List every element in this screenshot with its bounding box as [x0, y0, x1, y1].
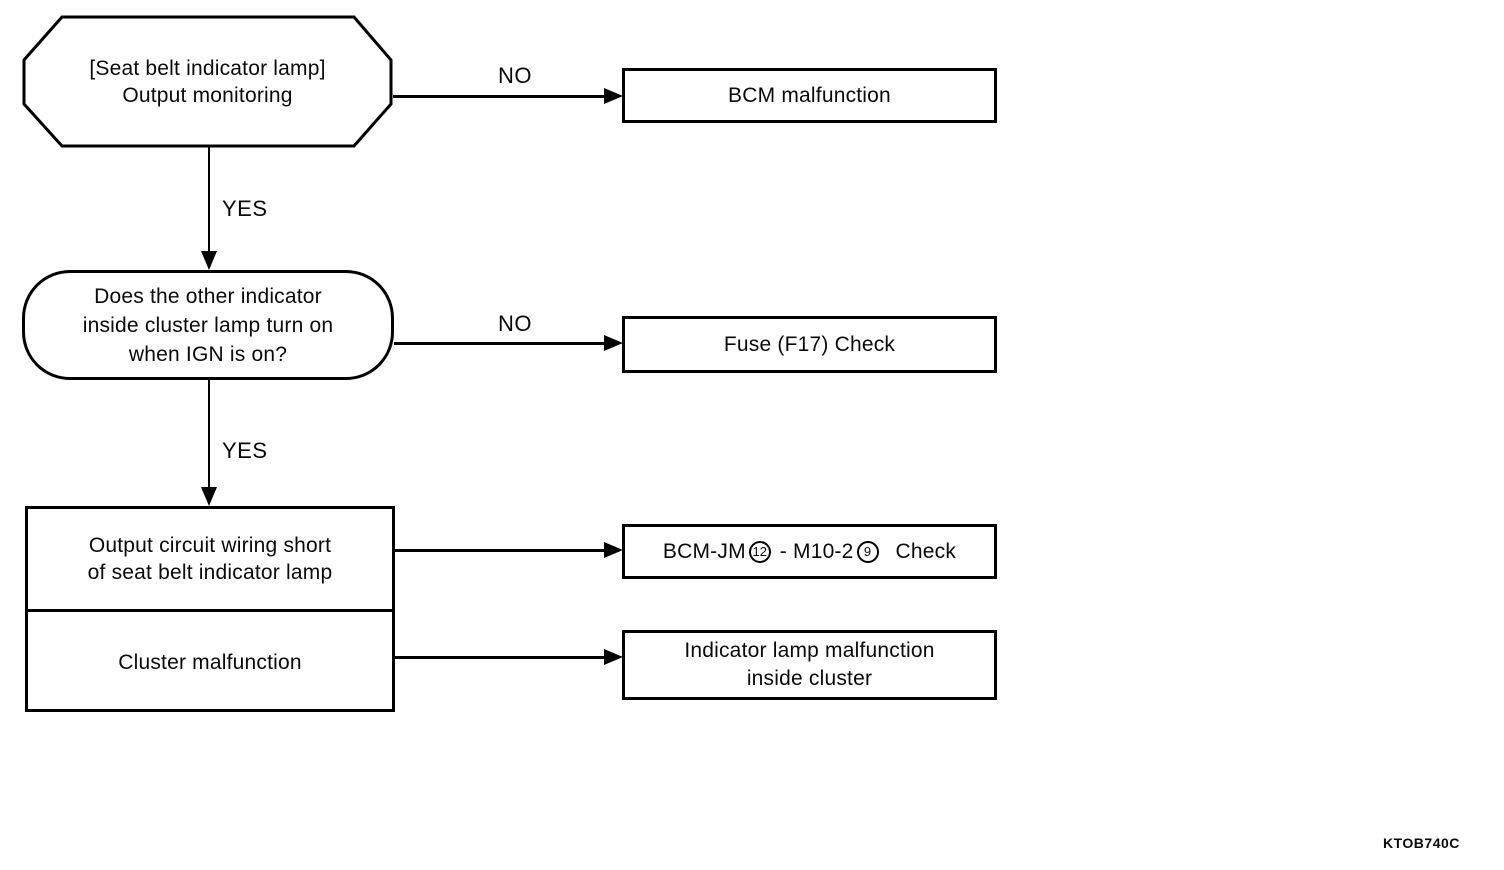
edge-label-yes-top: YES [222, 196, 268, 221]
causes-divider [28, 609, 392, 612]
circled-number-12: 12 [748, 540, 771, 563]
octagon-outline-shape [22, 15, 393, 148]
circled-number-9: 9 [856, 540, 879, 563]
node-cause-output-short: Output circuit wiring short of seat belt… [28, 509, 392, 609]
check-text-part1: BCM-JM [662, 540, 746, 563]
node-fuse-check-label: Fuse (F17) Check [723, 333, 896, 356]
arrowhead-check [604, 542, 623, 558]
node-decision-cluster-lamp: Does the other indicator inside cluster … [22, 270, 394, 380]
node-bcm-malfunction-label: BCM malfunction [728, 84, 891, 107]
edge-label-yes-mid: YES [222, 438, 268, 463]
node-fuse-check: Fuse (F17) Check [622, 316, 997, 373]
node-indicator-lamp-line2: inside cluster [746, 667, 873, 690]
edge-line-no-mid [394, 342, 605, 345]
node-bcm-jm-check-text: BCM-JM 12 - M10-2 9 Check [663, 538, 956, 565]
arrowhead-lamp [604, 649, 623, 665]
node-cause-output-short-line2: of seat belt indicator lamp [87, 561, 333, 584]
node-indicator-lamp-malfunction: Indicator lamp malfunction inside cluste… [622, 630, 997, 700]
edge-line-check [395, 549, 605, 552]
node-cause-cluster-malfunction-label: Cluster malfunction [118, 650, 302, 674]
edge-line-yes-top [208, 147, 210, 253]
check-text-part2: - M10-2 [779, 540, 854, 563]
edge-line-yes-mid [208, 380, 210, 489]
check-text-part3: Check [895, 540, 957, 563]
node-decision-line2: inside cluster lamp turn on [82, 313, 334, 337]
node-start-output-monitoring: [Seat belt indicator lamp] Output monito… [22, 15, 393, 148]
arrowhead-no-mid [604, 335, 623, 351]
node-decision-line3: when IGN is on? [128, 342, 288, 366]
arrowhead-yes-top [201, 251, 217, 270]
edge-label-no-top: NO [498, 63, 532, 88]
node-start-line2: Output monitoring [122, 83, 293, 107]
edge-label-no-mid: NO [498, 311, 532, 336]
node-cause-cluster-malfunction: Cluster malfunction [28, 612, 392, 712]
arrowhead-yes-mid [201, 487, 217, 506]
node-start-text: [Seat belt indicator lamp] Output monito… [89, 55, 325, 109]
edge-line-lamp [395, 656, 605, 659]
node-bcm-jm-check: BCM-JM 12 - M10-2 9 Check [622, 524, 997, 579]
arrowhead-no-top [604, 88, 623, 104]
node-causes: Output circuit wiring short of seat belt… [25, 506, 395, 712]
node-bcm-malfunction: BCM malfunction [622, 68, 997, 123]
node-decision-line1: Does the other indicator [94, 284, 322, 308]
node-indicator-lamp-line1: Indicator lamp malfunction [684, 639, 935, 662]
figure-code: KTOB740C [1383, 835, 1460, 851]
node-start-line1: [Seat belt indicator lamp] [89, 56, 326, 80]
edge-line-no-top [393, 95, 605, 98]
node-cause-output-short-line1: Output circuit wiring short [88, 534, 332, 557]
